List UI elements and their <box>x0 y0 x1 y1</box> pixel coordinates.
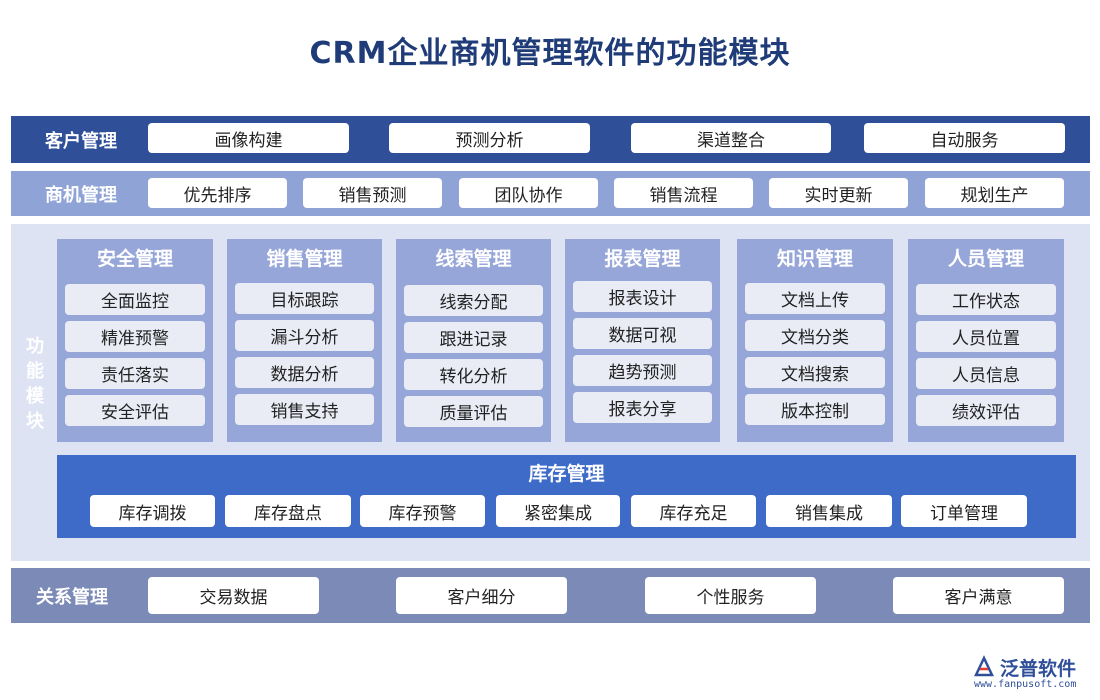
opportunity-item: 优先排序 <box>148 178 287 208</box>
module-item: 趋势预测 <box>573 355 712 386</box>
module-inventory: 库存管理 库存调拨 库存盘点 库存预警 紧密集成 库存充足 销售集成 订单管理 <box>57 455 1076 538</box>
module-leads: 线索管理 线索分配 跟进记录 转化分析 质量评估 <box>396 239 551 442</box>
module-item: 销售支持 <box>235 394 374 425</box>
relation-item: 个性服务 <box>645 577 816 614</box>
module-sales: 销售管理 目标跟踪 漏斗分析 数据分析 销售支持 <box>227 239 382 442</box>
module-personnel: 人员管理 工作状态 人员位置 人员信息 绩效评估 <box>908 239 1064 442</box>
function-label-char: 功 <box>26 336 44 357</box>
module-title: 安全管理 <box>96 248 173 270</box>
inventory-title: 库存管理 <box>528 463 605 485</box>
fanpu-logo-icon <box>974 655 994 677</box>
inventory-item: 库存盘点 <box>225 495 351 527</box>
module-title: 报表管理 <box>604 248 681 270</box>
logo-url: www.fanpusoft.com <box>974 679 1077 690</box>
module-item: 质量评估 <box>404 396 543 427</box>
module-title: 知识管理 <box>776 248 853 270</box>
relation-item: 交易数据 <box>148 577 319 614</box>
customer-item: 预测分析 <box>389 123 590 153</box>
module-item: 漏斗分析 <box>235 320 374 351</box>
customer-item: 画像构建 <box>148 123 349 153</box>
opportunity-item: 销售流程 <box>614 178 753 208</box>
logo-name: 泛普软件 <box>1000 658 1077 680</box>
module-item: 安全评估 <box>65 395 205 426</box>
module-item: 人员位置 <box>916 321 1056 352</box>
opportunity-item: 规划生产 <box>925 178 1064 208</box>
inventory-item: 订单管理 <box>901 495 1027 527</box>
inventory-item: 库存预警 <box>360 495 485 527</box>
opportunity-item: 团队协作 <box>459 178 598 208</box>
function-label-char: 能 <box>26 361 44 382</box>
module-item: 文档搜索 <box>745 357 885 388</box>
inventory-item: 紧密集成 <box>496 495 620 527</box>
module-item: 精准预警 <box>65 321 205 352</box>
relationship-management-label: 关系管理 <box>36 586 108 608</box>
module-security: 安全管理 全面监控 精准预警 责任落实 安全评估 <box>57 239 213 442</box>
module-item: 文档分类 <box>745 320 885 351</box>
module-item: 目标跟踪 <box>235 283 374 314</box>
module-item: 文档上传 <box>745 283 885 314</box>
inventory-item: 库存充足 <box>631 495 756 527</box>
module-item: 版本控制 <box>745 394 885 425</box>
relationship-management-band: 关系管理 交易数据 客户细分 个性服务 客户满意 <box>11 568 1090 623</box>
function-label-char: 块 <box>26 411 44 432</box>
customer-management-label: 客户管理 <box>45 130 117 152</box>
relation-item: 客户满意 <box>893 577 1064 614</box>
opportunity-management-label: 商机管理 <box>45 184 117 206</box>
module-title: 线索管理 <box>435 248 512 270</box>
opportunity-management-band: 商机管理 优先排序 销售预测 团队协作 销售流程 实时更新 规划生产 <box>11 171 1090 216</box>
customer-management-band: 客户管理 画像构建 预测分析 渠道整合 自动服务 <box>11 116 1090 163</box>
opportunity-item: 销售预测 <box>303 178 442 208</box>
module-item: 报表分享 <box>573 392 712 423</box>
fanpu-logo: 泛普软件 www.fanpusoft.com <box>972 652 1092 692</box>
module-item: 数据可视 <box>573 318 712 349</box>
opportunity-item: 实时更新 <box>769 178 908 208</box>
customer-item: 渠道整合 <box>631 123 831 153</box>
module-item: 责任落实 <box>65 358 205 389</box>
module-title: 销售管理 <box>266 248 343 270</box>
module-item: 人员信息 <box>916 358 1056 389</box>
module-knowledge: 知识管理 文档上传 文档分类 文档搜索 版本控制 <box>737 239 893 442</box>
module-item: 转化分析 <box>404 359 543 390</box>
module-item: 报表设计 <box>573 281 712 312</box>
module-item: 跟进记录 <box>404 322 543 353</box>
inventory-item: 库存调拨 <box>90 495 215 527</box>
inventory-item: 销售集成 <box>766 495 892 527</box>
function-label-char: 模 <box>26 386 44 407</box>
module-title: 人员管理 <box>947 248 1024 270</box>
relation-item: 客户细分 <box>396 577 567 614</box>
module-item: 绩效评估 <box>916 395 1056 426</box>
module-item: 全面监控 <box>65 284 205 315</box>
function-modules-label: 功 能 模 块 <box>11 334 59 434</box>
module-reports: 报表管理 报表设计 数据可视 趋势预测 报表分享 <box>565 239 720 442</box>
module-item: 工作状态 <box>916 284 1056 315</box>
module-item: 数据分析 <box>235 357 374 388</box>
page-title: CRM企业商机管理软件的功能模块 <box>309 36 791 71</box>
module-item: 线索分配 <box>404 285 543 316</box>
function-modules-band: 功 能 模 块 安全管理 全面监控 精准预警 责任落实 安全评估 销售管理 目标… <box>11 224 1090 561</box>
customer-item: 自动服务 <box>864 123 1065 153</box>
